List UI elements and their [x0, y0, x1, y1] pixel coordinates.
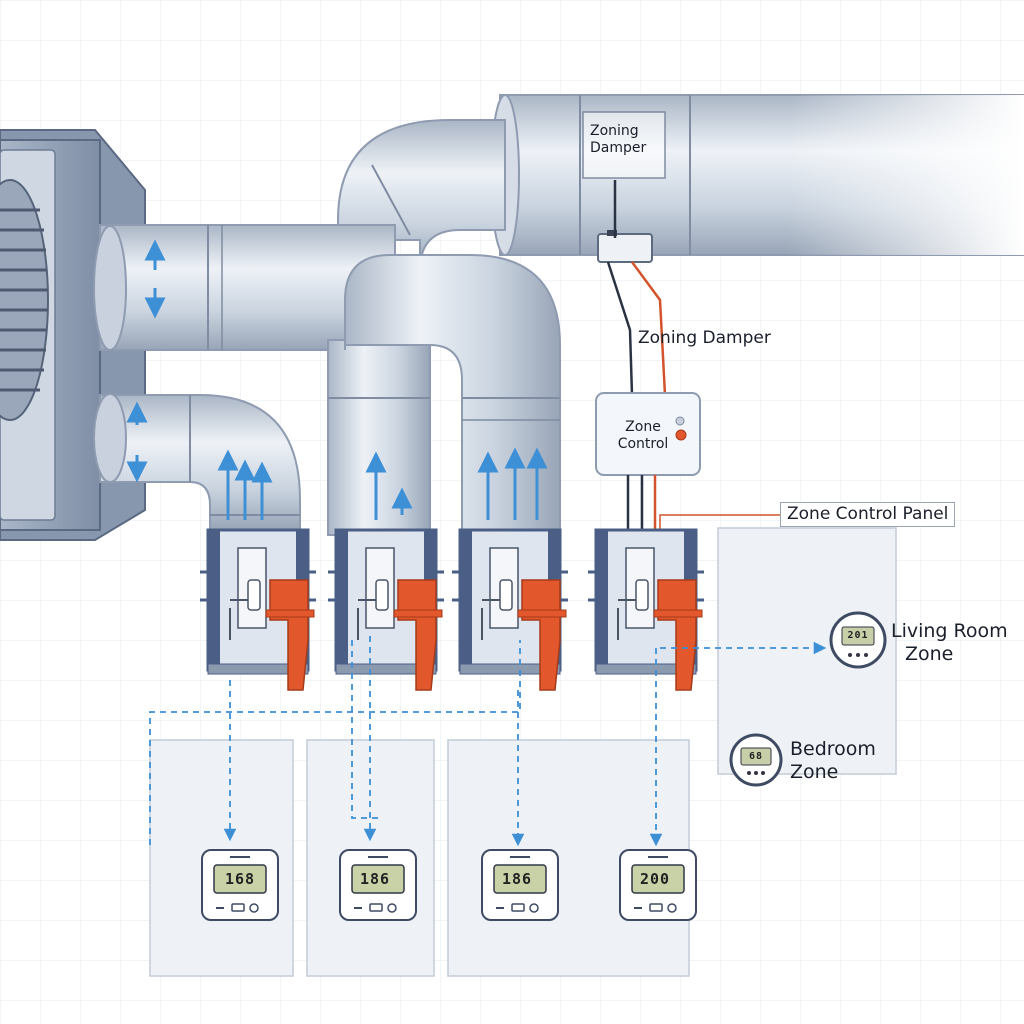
status-led-icon — [675, 429, 687, 441]
living-room-thermostat — [829, 611, 887, 669]
bedroom-line1: Bedroom — [790, 738, 876, 760]
damper-actuator-icon — [657, 579, 697, 691]
thermostat-1-reading: 168 — [224, 870, 256, 888]
thermostat-4-reading: 200 — [639, 870, 671, 888]
airflow-arrows — [126, 239, 548, 520]
damper-actuator-icon — [397, 579, 437, 691]
zoning-damper-top-label: Zoning Damper — [590, 123, 646, 157]
thermostat-icon — [481, 849, 559, 921]
thermostat-icon — [201, 849, 279, 921]
zone-dampers — [200, 528, 704, 691]
zone-damper-1 — [200, 528, 316, 691]
lower-elbow-duct — [93, 393, 301, 531]
zoning-damper-label: Zoning Damper — [638, 328, 771, 348]
top-damper-tag — [582, 111, 666, 263]
thermostat-icon — [339, 849, 417, 921]
zone-control-panel-label: Zone Control Panel — [780, 502, 956, 527]
thermostat-2-reading: 186 — [359, 870, 391, 888]
thermostat-3-reading: 186 — [501, 870, 533, 888]
status-led-icon — [675, 416, 685, 426]
fan-grille-icon — [0, 179, 49, 421]
zoning-damper-top-line2: Damper — [590, 140, 647, 156]
zone-damper-2 — [328, 528, 444, 691]
zone-damper-3 — [452, 528, 568, 691]
main-supply-duct — [490, 94, 1024, 256]
bedroom-zone-label: Bedroom Zone — [790, 738, 876, 784]
damper-actuator-icon — [521, 579, 561, 691]
living-room-display: 201 — [847, 630, 869, 641]
zone-damper-4 — [588, 528, 704, 691]
living-room-zone-label: Living Room Zone — [891, 620, 1008, 666]
zone-control-line2: Control — [617, 436, 669, 452]
living-room-line2: Zone — [905, 643, 954, 665]
living-room-line1: Living Room — [891, 620, 1008, 642]
zoning-damper-top-line1: Zoning — [590, 123, 639, 139]
zone-control-label: Zone Control — [612, 419, 674, 453]
thermostat-icon — [619, 849, 697, 921]
control-wires-upper — [606, 180, 667, 396]
damper-actuator-icon — [269, 579, 309, 691]
bedroom-display: 68 — [748, 751, 764, 762]
bedroom-line2: Zone — [790, 761, 839, 783]
zone-control-box — [595, 392, 701, 476]
signal-lines — [149, 636, 827, 847]
zone-control-line1: Zone — [625, 419, 661, 435]
bedroom-thermostat — [729, 733, 783, 787]
wall-thermostats — [201, 849, 697, 921]
duct-column-2 — [327, 339, 431, 536]
